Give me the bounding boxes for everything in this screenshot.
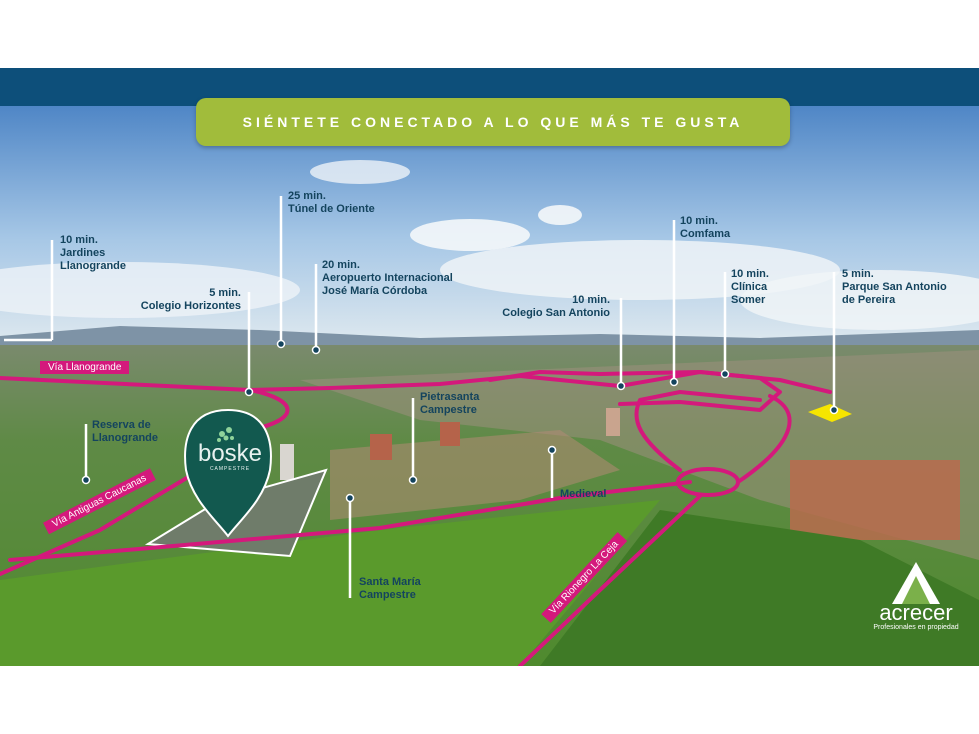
poi-name-2: Llanogrande <box>60 260 127 272</box>
cloud <box>538 205 582 225</box>
road-ring <box>488 370 782 412</box>
cloud-bank <box>740 270 979 330</box>
acrecer-logo-icon <box>892 562 940 604</box>
landmark-santa-maria: Santa María Campestre <box>359 576 421 602</box>
landmark-name: Santa María <box>359 576 421 588</box>
landmark-name-2: Llanogrande <box>92 432 159 444</box>
callout-dot <box>81 475 91 485</box>
slogan-banner: SIÉNTETE CONECTADO A LO QUE MÁS TE GUSTA <box>196 98 790 146</box>
callout-dot <box>669 377 679 387</box>
landmark-reserva-llanogrande: Reserva de Llanogrande <box>92 419 158 445</box>
aerial-map-drawing <box>0 106 979 666</box>
callout-dot <box>616 381 626 391</box>
poi-name-2: de Pereira <box>842 294 896 306</box>
apartment-tower <box>606 408 620 436</box>
project-logo: boske CAMPESTRE <box>188 440 272 472</box>
road-loop <box>736 394 792 484</box>
poi-name-2: Somer <box>731 294 766 306</box>
apartment-block <box>790 460 960 540</box>
apartment-tower <box>280 444 294 480</box>
aerial-map <box>0 106 979 666</box>
road-main <box>8 480 692 562</box>
acrecer-logo: acrecer Profesionales en propiedad <box>858 556 974 648</box>
slogan-text: SIÉNTETE CONECTADO A LO QUE MÁS TE GUSTA <box>242 114 744 130</box>
callout-dot <box>547 445 557 455</box>
poi-time: 5 min. <box>209 287 241 299</box>
poi-name: Túnel de Oriente <box>288 203 375 215</box>
poi-colegio-san-antonio: 10 min. Colegio San Antonio <box>492 294 610 320</box>
poi-name: Parque San Antonio <box>842 281 947 293</box>
landmark-name: Reserva de <box>92 419 151 431</box>
callout-dot <box>829 405 839 415</box>
poi-aeropuerto: 20 min. Aeropuerto Internacional José Ma… <box>322 259 453 298</box>
landmark-pietrasanta: Pietrasanta Campestre <box>420 391 479 417</box>
callout-dots <box>81 339 839 503</box>
green-field <box>0 500 660 666</box>
cloud-bank <box>440 240 840 300</box>
callout-dot <box>345 493 355 503</box>
poi-comfama: 10 min. Comfama <box>680 215 730 241</box>
callout-dot <box>276 339 286 349</box>
apartment-tower <box>440 422 460 446</box>
poi-time: 20 min. <box>322 259 360 271</box>
project-pin <box>184 408 272 538</box>
poi-name: Colegio Horizontes <box>140 300 241 312</box>
callout-dot <box>244 387 254 397</box>
poi-time: 10 min. <box>572 294 610 306</box>
callout-dot <box>408 475 418 485</box>
brand-tagline: Profesionales en propiedad <box>873 624 959 631</box>
brand-name: acrecer <box>879 600 953 625</box>
project-name: boske <box>197 440 263 467</box>
poi-jardines-llanogrande: 10 min. Jardines Llanogrande <box>60 234 126 273</box>
poi-name: Jardines <box>60 247 106 259</box>
poi-name: Colegio San Antonio <box>502 307 610 319</box>
poi-time: 25 min. <box>288 190 326 202</box>
destination-highlight <box>808 404 852 422</box>
cloud-bank <box>0 262 300 318</box>
road-loop-2 <box>634 390 762 472</box>
poi-tunel-de-oriente: 25 min. Túnel de Oriente <box>288 190 375 216</box>
landmark-name: Pietrasanta <box>420 391 480 403</box>
project-subtitle: CAMPESTRE <box>209 466 251 472</box>
callout-dot <box>720 369 730 379</box>
road-network <box>0 370 832 666</box>
landmark-name-2: Campestre <box>359 589 416 601</box>
poi-name: Aeropuerto Internacional <box>322 272 453 284</box>
forest <box>540 510 979 666</box>
cloud <box>310 160 410 184</box>
cloud <box>410 219 530 251</box>
poi-name-2: José María Córdoba <box>322 285 428 297</box>
callout-dot <box>311 345 321 355</box>
poi-clinica-somer: 10 min. Clínica Somer <box>731 268 769 307</box>
landmark-name-2: Campestre <box>420 404 477 416</box>
leaf-icon <box>217 427 234 442</box>
landmark-medieval: Medieval <box>560 488 606 501</box>
poi-name: Clínica <box>731 281 768 293</box>
poi-name: Comfama <box>680 228 731 240</box>
landmark-name: Medieval <box>560 488 607 500</box>
road-label-llanogrande: Vía Llanogrande <box>40 361 130 374</box>
road-rionegro-la-ceja <box>518 494 702 666</box>
poi-parque-san-antonio: 5 min. Parque San Antonio de Pereira <box>842 268 947 307</box>
poi-colegio-horizontes: 5 min. Colegio Horizontes <box>131 287 241 313</box>
poi-time: 10 min. <box>731 268 769 280</box>
apartment-tower <box>370 434 392 460</box>
poi-time: 5 min. <box>842 268 874 280</box>
poi-time: 10 min. <box>60 234 98 246</box>
callout-lines <box>4 196 836 598</box>
residential-area <box>330 430 620 520</box>
poi-time: 10 min. <box>680 215 718 227</box>
